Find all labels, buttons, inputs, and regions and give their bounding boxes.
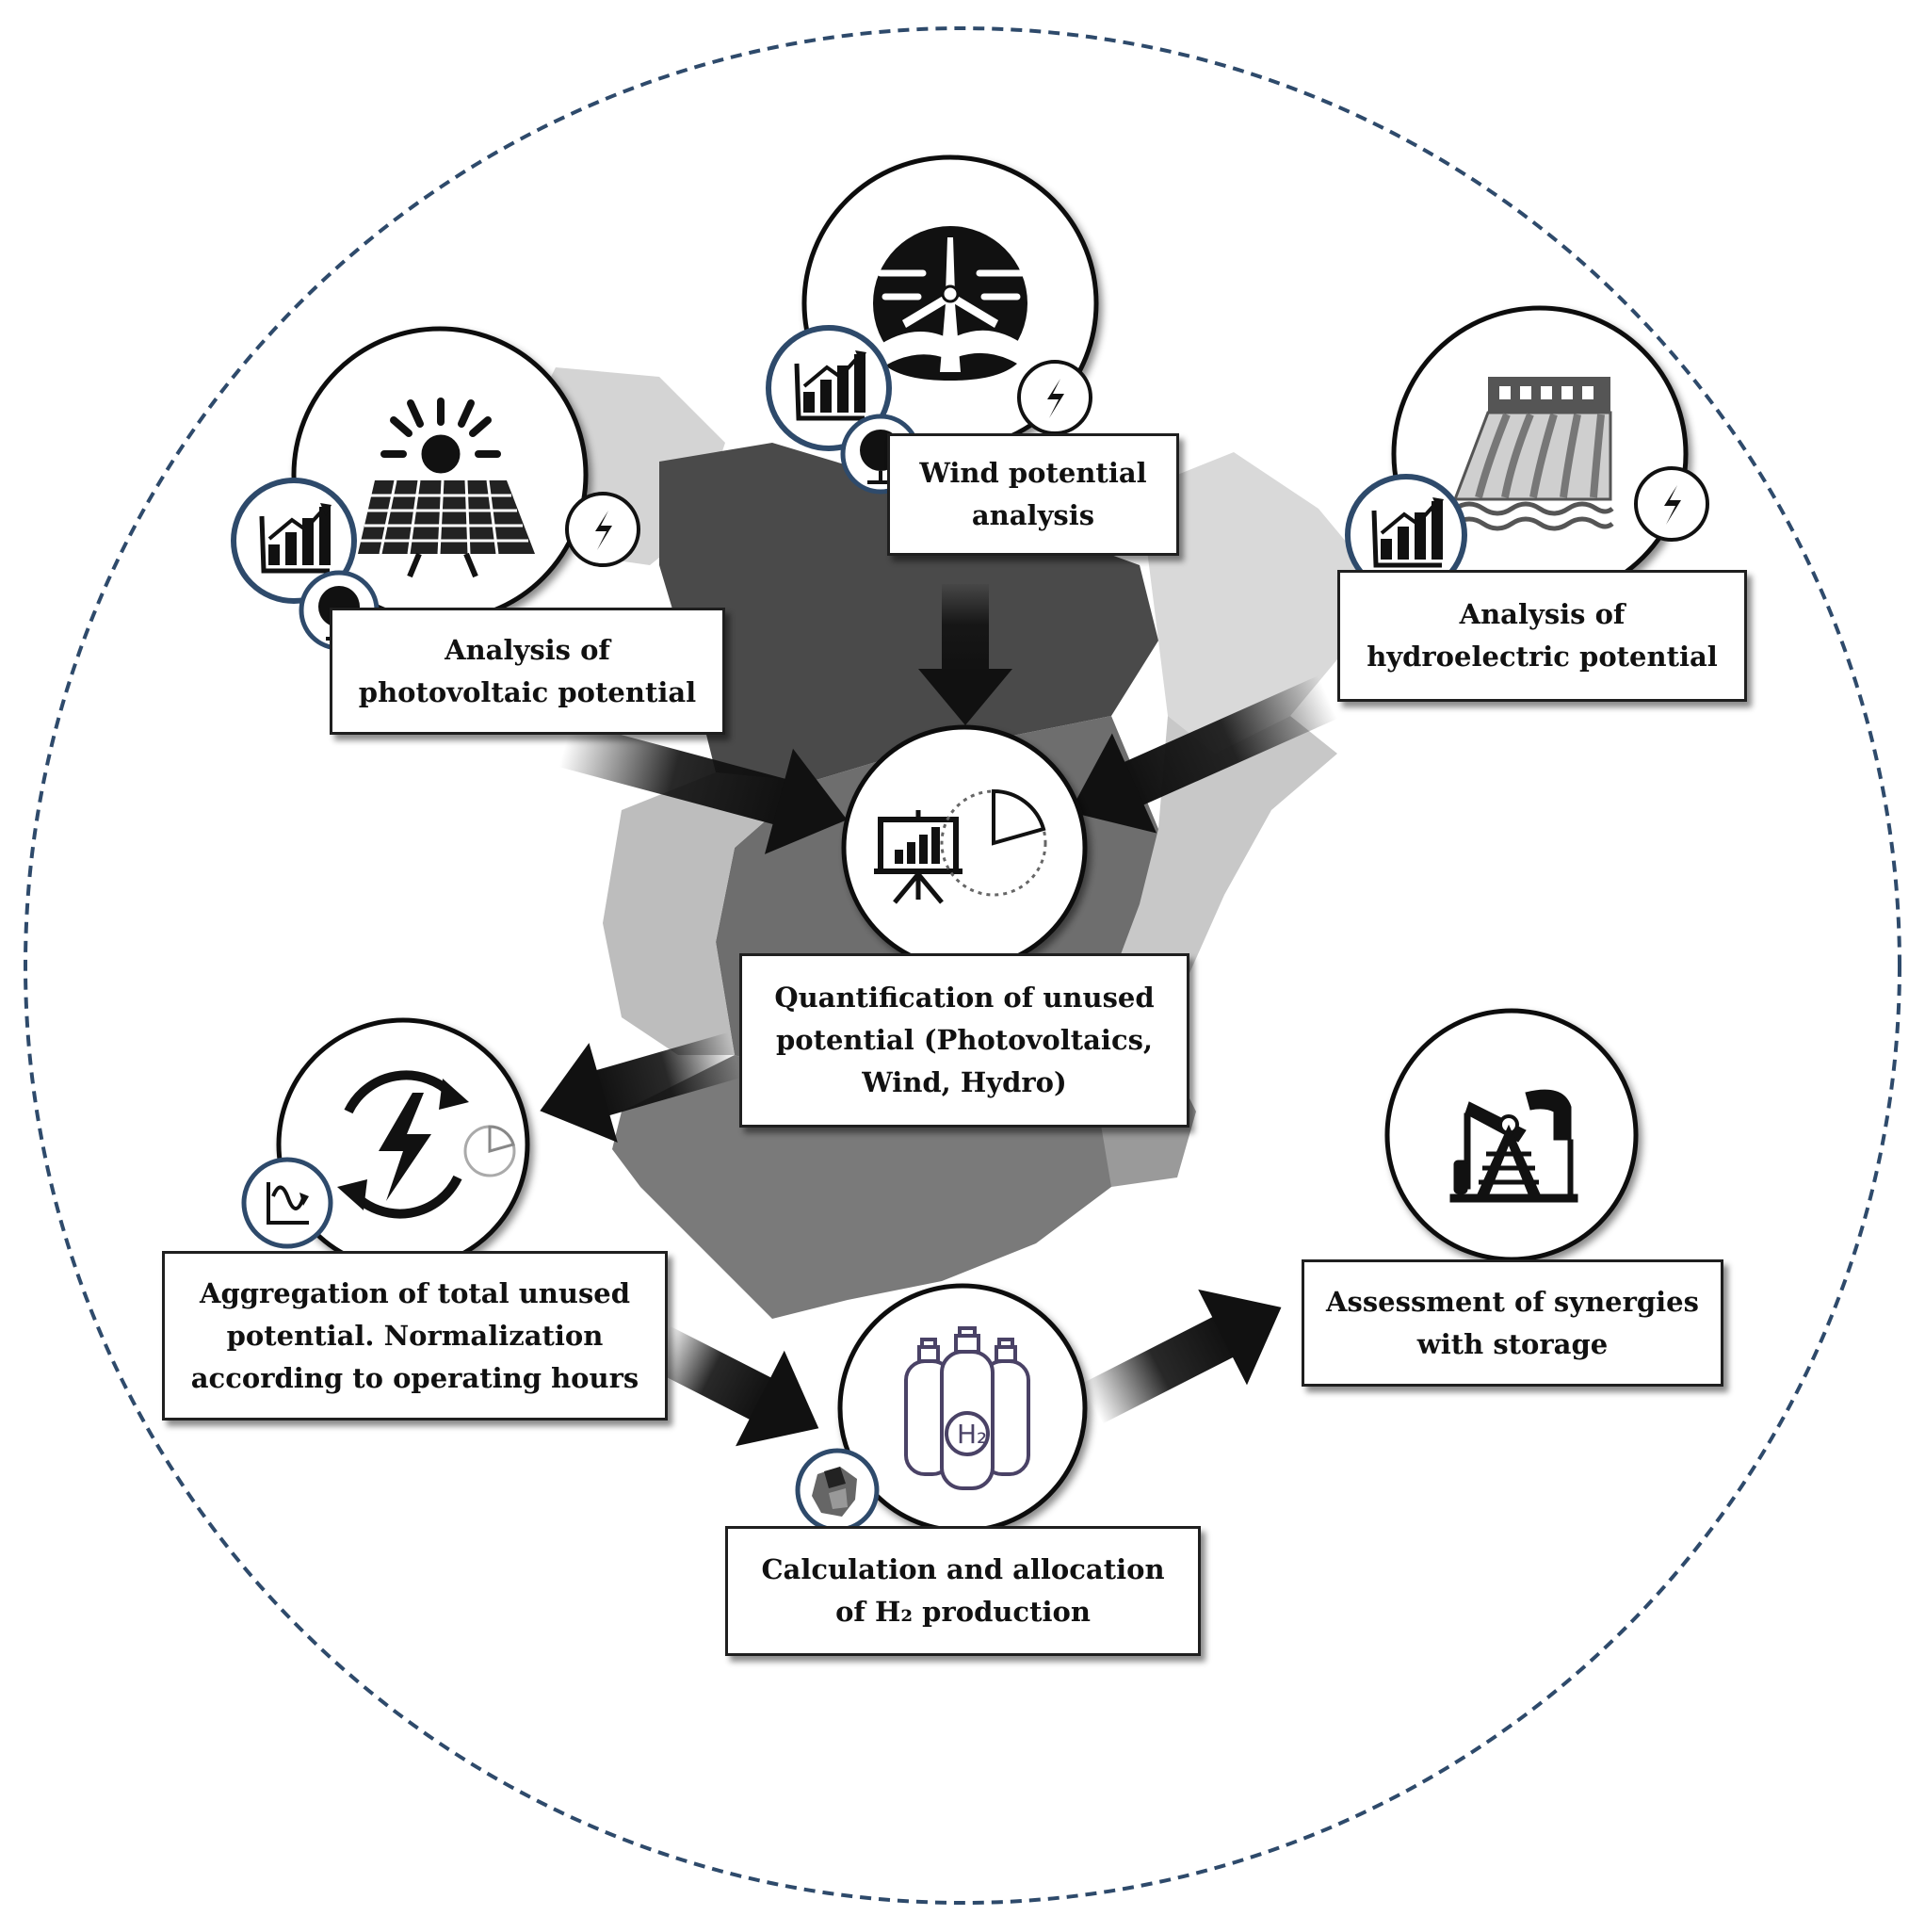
bar-chart-badge-icon xyxy=(766,325,892,451)
label-quantification-line3: Wind, Hydro) xyxy=(862,1066,1067,1098)
label-aggregation-line2: potential. Normalization xyxy=(226,1319,604,1352)
oil-pump-icon xyxy=(1449,1089,1578,1203)
label-storage-line2: with storage xyxy=(1416,1327,1609,1360)
label-aggregation: Aggregation of total unused potential. N… xyxy=(162,1251,668,1421)
bar-chart-badge-icon xyxy=(231,478,357,604)
node-storage xyxy=(1384,1008,1639,1262)
label-wind-line2: analysis xyxy=(971,499,1095,531)
node-aggregation xyxy=(241,1017,530,1272)
node-wind xyxy=(766,154,1099,495)
node-quantification xyxy=(841,724,1088,971)
label-wind-line1: Wind potential xyxy=(919,457,1147,489)
map-badge-icon xyxy=(795,1448,880,1533)
arrow-aggregation-to-h2 xyxy=(648,1325,819,1447)
flow-arrows xyxy=(540,584,1338,1447)
h2-tank-label: H₂ xyxy=(957,1419,987,1450)
node-h2-production: H₂ xyxy=(795,1283,1088,1534)
label-storage: Assessment of synergies with storage xyxy=(1302,1259,1723,1387)
arrow-quantification-to-aggregation xyxy=(540,1031,741,1143)
label-photovoltaic: Analysis of photovoltaic potential xyxy=(330,608,725,735)
label-quantification: Quantification of unused potential (Phot… xyxy=(739,953,1189,1128)
power-badge-icon xyxy=(1017,360,1092,435)
hydrogen-tanks-icon: H₂ xyxy=(904,1326,1030,1490)
label-storage-line1: Assessment of synergies xyxy=(1326,1285,1699,1318)
bar-chart-badge-icon xyxy=(1345,474,1467,596)
label-wind: Wind potential analysis xyxy=(887,433,1179,556)
label-hydro-line1: Analysis of xyxy=(1459,598,1626,630)
label-aggregation-line3: according to operating hours xyxy=(190,1361,639,1394)
label-h2-production-line2: of H₂ production xyxy=(835,1596,1091,1628)
map-region-northeast xyxy=(1140,452,1366,754)
power-badge-icon xyxy=(1634,466,1709,542)
arrow-hydro-to-quantification xyxy=(1069,675,1338,834)
label-hydro-line2: hydroelectric potential xyxy=(1367,641,1718,673)
arrow-h2-to-storage xyxy=(1082,1289,1282,1424)
energy-cycle-icon xyxy=(337,1070,516,1219)
frame-circle xyxy=(24,26,1901,1905)
label-quantification-line2: potential (Photovoltaics, xyxy=(775,1024,1154,1056)
label-h2-production-line1: Calculation and allocation xyxy=(761,1553,1165,1585)
label-h2-production: Calculation and allocation of H₂ product… xyxy=(725,1526,1201,1656)
label-photovoltaic-line1: Analysis of xyxy=(445,633,610,666)
node-photovoltaic xyxy=(231,326,640,651)
label-photovoltaic-line2: photovoltaic potential xyxy=(358,675,697,708)
arrow-pv-to-quantification xyxy=(558,721,848,854)
label-quantification-line1: Quantification of unused xyxy=(774,982,1155,1014)
map-region-west xyxy=(603,772,810,1055)
label-aggregation-line1: Aggregation of total unused xyxy=(199,1276,631,1309)
arrow-wind-to-quantification xyxy=(918,584,1012,725)
presentation-chart-icon xyxy=(874,788,1047,904)
power-badge-icon xyxy=(565,492,640,567)
wind-turbine-icon xyxy=(873,226,1027,381)
waveform-badge-icon xyxy=(241,1157,333,1249)
label-hydro: Analysis of hydroelectric potential xyxy=(1337,570,1747,702)
solar-panel-icon xyxy=(358,398,535,578)
node-hydro xyxy=(1345,305,1709,603)
hydro-dam-icon xyxy=(1452,377,1614,531)
